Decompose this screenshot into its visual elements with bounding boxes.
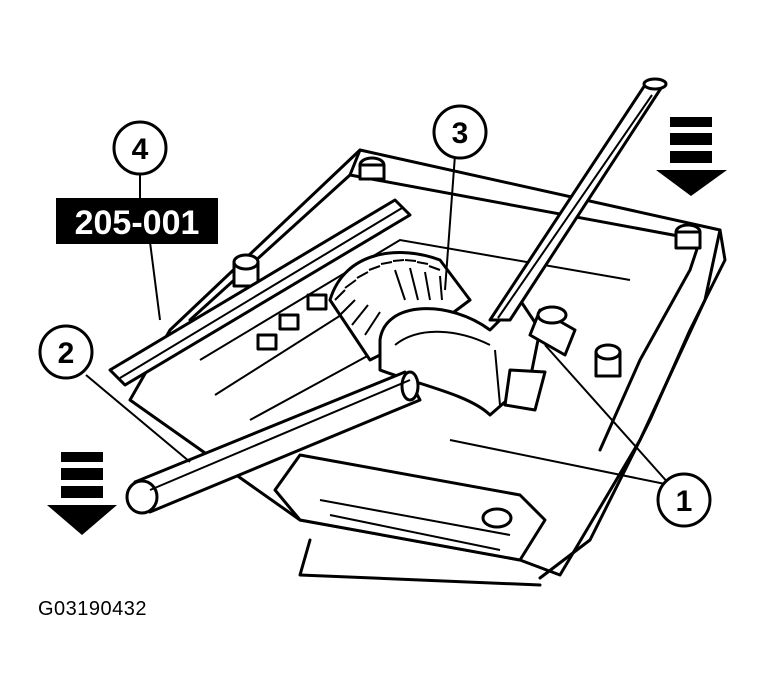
case-bolts: [232, 156, 702, 529]
bolt: [358, 156, 386, 181]
special-tool-body: [108, 198, 412, 387]
ring-gear: [328, 251, 472, 362]
callout-3: 3: [432, 104, 488, 160]
tool-number-badge: 205-001: [56, 198, 218, 244]
tool-bar: [125, 370, 422, 515]
callout-2-label: 2: [58, 337, 75, 370]
bolt: [256, 293, 328, 351]
figure-id: G03190432: [38, 598, 148, 620]
leader-lines: [85, 154, 671, 486]
tool-number-label: 205-001: [75, 204, 200, 242]
callout-3-label: 3: [452, 117, 469, 150]
bolt: [481, 507, 513, 529]
callout-4: 4: [112, 120, 168, 176]
bolt: [674, 223, 702, 250]
callout-1-label: 1: [676, 485, 693, 518]
pinion-shaft: [528, 305, 577, 357]
arrow-down-icon: [656, 117, 727, 196]
callout-4-label: 4: [132, 133, 149, 166]
bolt: [594, 343, 622, 378]
callout-2: 2: [38, 324, 94, 380]
bolt: [232, 253, 260, 288]
upper-rod: [488, 77, 668, 322]
callout-1: 1: [656, 472, 712, 528]
arrow-down-icon: [47, 452, 117, 535]
